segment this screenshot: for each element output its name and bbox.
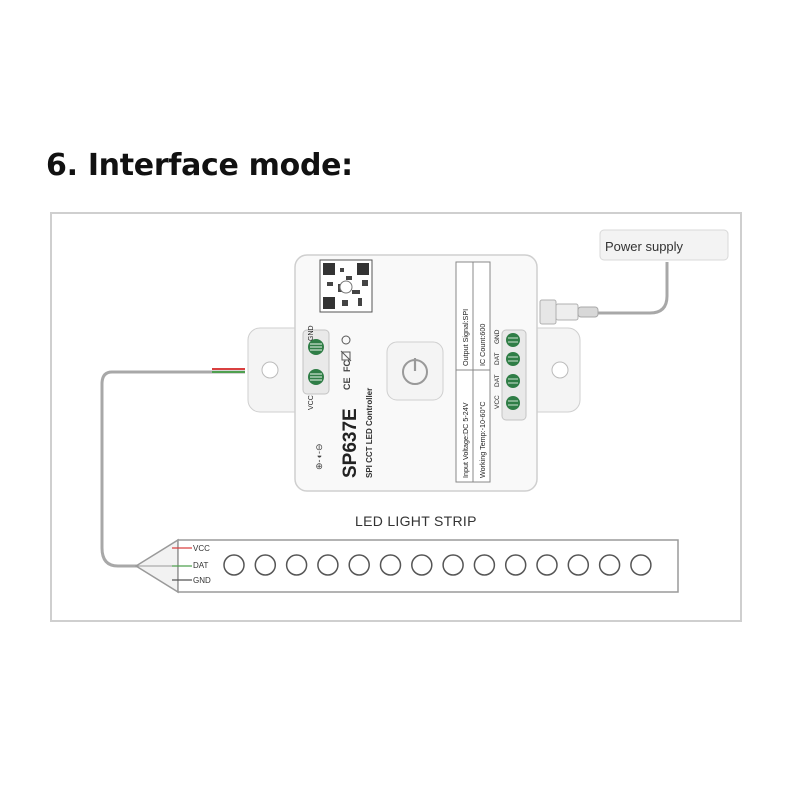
controller-body: GND VCC SP637E SPI CCT LED Controller CE… [294, 254, 538, 492]
spec-output-signal: Output Signal:SPI [461, 309, 470, 366]
power-supply-box: Power supply [599, 229, 729, 261]
right-pin-gnd: GND [494, 329, 501, 344]
spec-panel: Input Voltage:DC 5-24V Working Temp:-10-… [455, 261, 491, 483]
left-terminals: GND VCC [302, 325, 330, 410]
led-dots [223, 554, 652, 576]
power-cable [598, 262, 669, 315]
strip-label: LED LIGHT STRIP [355, 513, 477, 529]
spec-working-temp: Working Temp:-10-60°C [478, 401, 487, 478]
power-supply-label: Power supply [605, 239, 684, 254]
led-dot [223, 554, 245, 576]
controller-model: SP637E [340, 408, 361, 478]
power-button[interactable] [386, 341, 444, 401]
strip-pin-vcc: VCC [193, 544, 210, 553]
led-dot [254, 554, 277, 576]
right-pin-dat-1: DAT [494, 352, 501, 365]
strip-connector [134, 538, 179, 594]
led-dot [348, 554, 370, 576]
led-dot [411, 554, 433, 576]
strip-pin-gnd: GND [193, 576, 211, 585]
led-dot [504, 554, 527, 576]
led-dot [598, 554, 621, 576]
cert-marks: CE FC [340, 335, 352, 390]
led-dot [379, 554, 402, 576]
ce-mark: CE [342, 377, 352, 390]
right-pin-dat-2: DAT [494, 374, 501, 387]
led-dot [536, 554, 558, 576]
page-heading: 6. Interface mode: [46, 148, 353, 183]
led-dot [317, 554, 339, 576]
spec-ic-count: IC Count:600 [478, 324, 487, 366]
strip-cable [100, 370, 245, 568]
recycle-icon [341, 335, 351, 345]
led-dot [567, 554, 590, 576]
strip-pin-dat: DAT [193, 561, 209, 570]
dc-plug [539, 299, 599, 325]
led-dot [473, 554, 496, 576]
weee-icon [340, 350, 352, 362]
led-dot [630, 554, 652, 576]
right-pin-vcc: VCC [494, 395, 501, 409]
led-dot [442, 554, 464, 576]
controller-subtitle: SPI CCT LED Controller [365, 388, 374, 478]
qr-code [319, 259, 373, 313]
spec-input-voltage: Input Voltage:DC 5-24V [461, 402, 470, 478]
led-strip: VCC DAT GND [172, 539, 679, 593]
polarity-symbol: ⊕-◖-⊖ [314, 443, 324, 470]
fc-mark: FC [342, 360, 352, 372]
led-dot [285, 554, 308, 576]
left-pin-vcc: VCC [308, 395, 315, 410]
left-pin-gnd: GND [308, 325, 315, 341]
right-terminals: GND DAT DAT VCC [494, 329, 527, 421]
